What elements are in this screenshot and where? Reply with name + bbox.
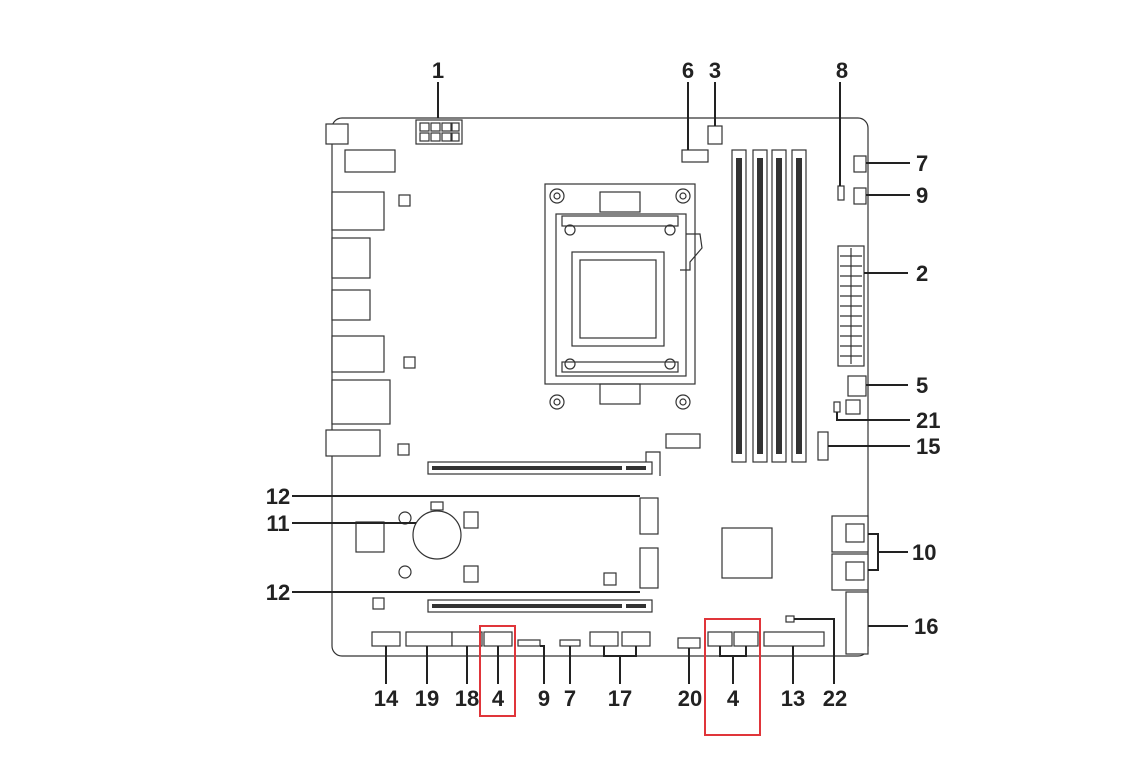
chipset [721, 527, 773, 579]
cmos-battery [412, 501, 462, 560]
fan-header-3 [707, 125, 723, 145]
leader-lines [292, 82, 910, 684]
header-7-top [853, 155, 867, 173]
header-9-top [853, 187, 867, 205]
cap-1 [463, 511, 479, 529]
header-13 [763, 631, 825, 647]
button [845, 399, 861, 415]
label-7-top: 7 [916, 151, 928, 176]
header-7-bottom [559, 639, 581, 647]
label-17: 17 [608, 686, 632, 711]
header-21 [833, 401, 841, 413]
label-15: 15 [916, 434, 940, 459]
label-18: 18 [455, 686, 479, 711]
label-5: 5 [916, 373, 928, 398]
label-7-bottom: 7 [564, 686, 576, 711]
sata-connectors [831, 515, 869, 591]
header-14 [371, 631, 401, 647]
fan-header-4-left [483, 631, 513, 647]
label-14: 14 [374, 686, 399, 711]
label-2: 2 [916, 261, 928, 286]
standoff [603, 572, 617, 586]
header-22 [785, 615, 795, 623]
fan-header-4-right-a [707, 631, 733, 647]
header-18 [451, 631, 483, 647]
m2-slot-bottom [639, 547, 659, 589]
pcie-slot-top [427, 461, 653, 475]
label-21: 21 [916, 408, 940, 433]
label-4-right: 4 [727, 686, 740, 711]
highlight-box-left [479, 625, 516, 717]
label-22: 22 [823, 686, 847, 711]
header-9-bottom [517, 639, 541, 647]
label-3: 3 [709, 58, 721, 83]
m2-slot-top [639, 497, 659, 535]
label-1: 1 [432, 58, 444, 83]
dimm-slots [731, 149, 807, 463]
connector-15 [817, 431, 829, 461]
label-19: 19 [415, 686, 439, 711]
header-19 [405, 631, 453, 647]
label-6: 6 [682, 58, 694, 83]
rear-io-panel [325, 123, 416, 457]
standoff-2 [372, 597, 385, 610]
label-12-bottom: 12 [266, 580, 290, 605]
fan-header-6 [681, 149, 709, 163]
label-11: 11 [266, 511, 289, 536]
chip-left [355, 521, 385, 553]
header-8 [837, 185, 845, 201]
header-17a [589, 631, 619, 647]
cpu-socket [544, 183, 703, 410]
header-unlabeled [665, 433, 701, 449]
label-4-left: 4 [492, 686, 505, 711]
label-9-top: 9 [916, 183, 928, 208]
cpu-power-connector [415, 119, 463, 145]
label-20: 20 [678, 686, 702, 711]
fan-header-5 [847, 375, 867, 397]
label-8: 8 [836, 58, 848, 83]
pcie-latch [645, 451, 661, 476]
label-9-bottom: 9 [538, 686, 550, 711]
label-16: 16 [914, 614, 938, 639]
label-10: 10 [912, 540, 936, 565]
connector-16 [845, 591, 869, 655]
pcie-slot-bottom [427, 599, 653, 613]
screw-2 [398, 565, 412, 579]
label-12-top: 12 [266, 484, 290, 509]
header-17b [621, 631, 651, 647]
highlight-box-right [704, 618, 761, 736]
atx-power-connector [837, 245, 865, 367]
cap-2 [463, 565, 479, 583]
fan-header-4-right-b [733, 631, 759, 647]
header-20 [677, 637, 701, 649]
label-13: 13 [781, 686, 805, 711]
